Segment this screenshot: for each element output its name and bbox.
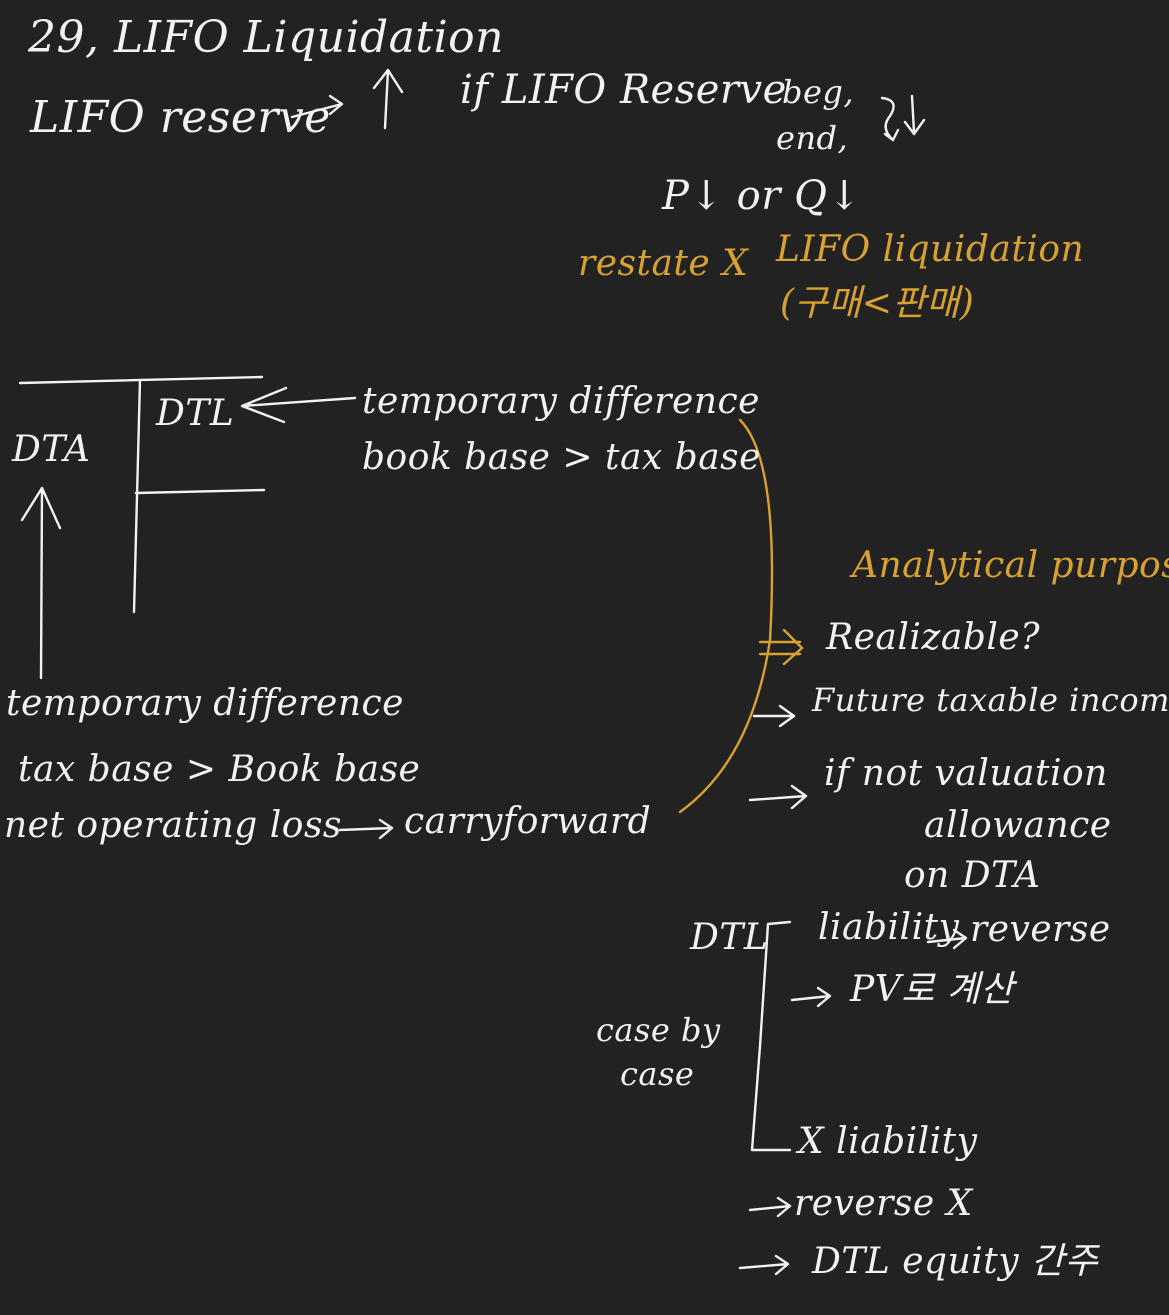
case-label: case <box>620 1055 695 1093</box>
dtl-label: DTL <box>156 393 235 434</box>
case1-reverse: reverse <box>970 909 1111 950</box>
cost-compare-note: (구매<판매) <box>780 283 975 324</box>
t-account-dtl-underline <box>134 488 266 495</box>
case2-dtl-equity: DTL equity 간주 <box>812 1241 1099 1282</box>
dta-temporary-difference: temporary difference <box>6 683 404 724</box>
dtl-book-gt-tax: book base > tax base <box>362 437 761 478</box>
dta-tax-gt-book: tax base > Book base <box>18 749 421 790</box>
restate-note: restate X <box>578 243 749 284</box>
lifo-heading: 29, LIFO Liquidation <box>28 12 504 63</box>
dtl-case-bracket <box>750 920 792 1152</box>
case2-x-liability: X liability <box>798 1121 978 1162</box>
dta-net-operating-loss: net operating loss <box>4 805 342 846</box>
arrow-down-icon <box>880 96 900 142</box>
case1-liability: liability <box>818 907 960 948</box>
case2-reverse-x: reverse X <box>794 1183 973 1224</box>
arrow-right-icon <box>738 1254 790 1276</box>
arrow-right-icon <box>926 928 968 950</box>
question-realizable: Realizable? <box>826 617 1040 658</box>
bracket-stroke <box>678 418 774 814</box>
arrow-right-icon <box>338 818 394 840</box>
arrow-right-icon <box>748 1196 792 1218</box>
beg-label: beg, <box>782 73 855 111</box>
dta-label: DTA <box>12 429 91 470</box>
dtl-case-label: DTL <box>690 917 769 958</box>
t-account-vertical-line <box>132 378 142 614</box>
valuation-allowance-cont: allowance <box>924 805 1112 846</box>
case-by-label: case by <box>596 1011 721 1049</box>
question-valuation-allowance: if not valuation <box>824 753 1108 794</box>
arrow-up-icon <box>372 68 404 130</box>
lifo-reserve-label: LIFO reserve <box>30 92 331 143</box>
analytical-purpose-title: Analytical purpose <box>852 545 1169 586</box>
on-dta-label: on DTA <box>904 855 1041 896</box>
case1-pv-calc: PV로 계산 <box>850 969 1015 1010</box>
arrow-left-icon <box>240 386 357 424</box>
arrow-right-icon <box>290 94 344 119</box>
carryforward-label: carryforward <box>404 801 652 842</box>
arrow-right-icon <box>790 986 832 1008</box>
lifo-condition: if LIFO Reserve <box>460 67 787 113</box>
arrow-right-icon <box>748 784 808 810</box>
liquidation-note: LIFO liquidation <box>776 229 1085 270</box>
arrow-right-icon <box>752 704 796 728</box>
dtl-temporary-difference: temporary difference <box>362 381 760 422</box>
arrow-down-icon <box>903 94 926 136</box>
arrow-up-icon <box>20 486 62 680</box>
question-future-taxable-income: Future taxable income? <box>812 681 1169 719</box>
arrow-right-icon <box>758 628 804 666</box>
lifo-cause: P↓ or Q↓ <box>662 173 862 219</box>
end-label: end, <box>776 119 849 157</box>
